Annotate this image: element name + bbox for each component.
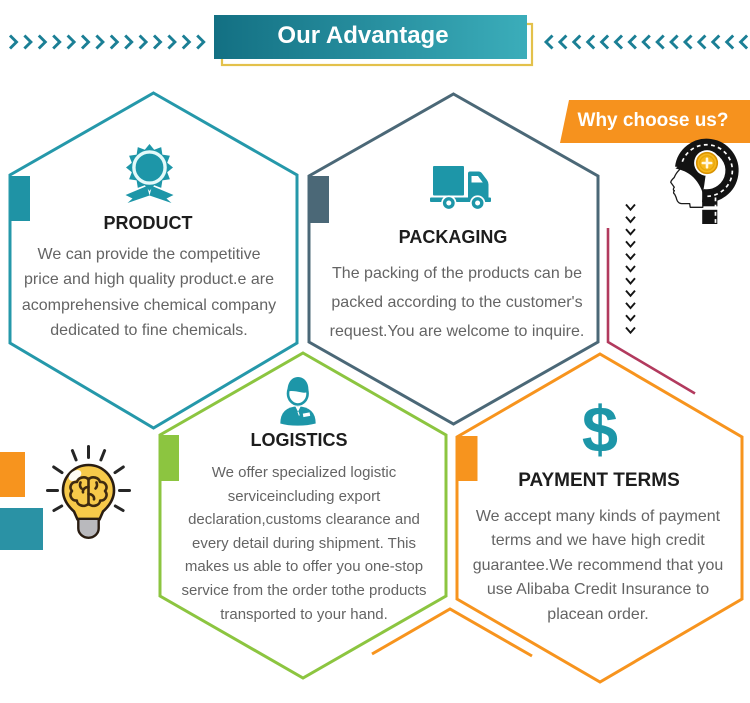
- svg-text:$: $: [582, 393, 618, 466]
